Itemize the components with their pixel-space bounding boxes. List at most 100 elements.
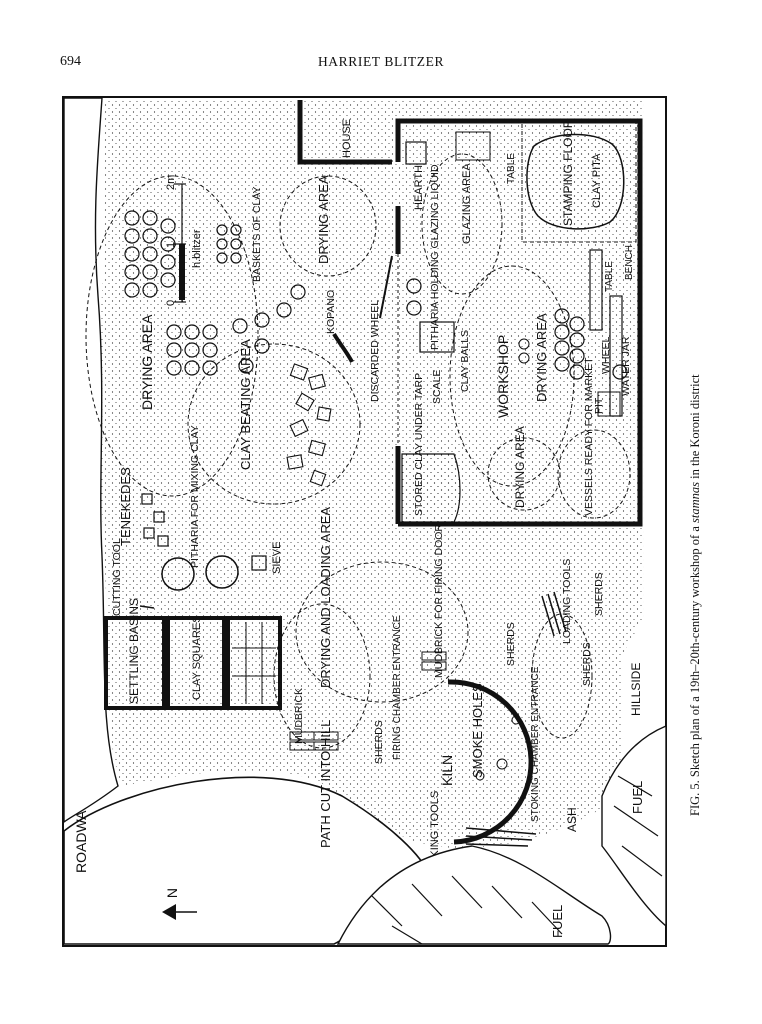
stoking-chamber-label: STOKING CHAMBER ENTRANCE [530, 666, 541, 822]
water-jar [612, 364, 628, 380]
clay-balls-box [419, 321, 455, 353]
firing-chamber-label: FIRING CHAMBER ENTRANCE [392, 615, 403, 760]
main-drying-area-boundary [85, 175, 259, 497]
drying-area-workshop-label: DRYING AREA [534, 313, 549, 402]
scale-1-label: 1 [165, 242, 177, 248]
sherds-label-4: SHERDS [373, 720, 385, 764]
drying-area-small-label: DRYING AREA [513, 426, 527, 508]
drying-loading-text: DRYING AND LOADING AREA [318, 507, 333, 688]
drying-loading-boundary [273, 603, 371, 749]
house-wall [297, 100, 392, 165]
cutting-tool-label: CUTTING TOOL [111, 538, 123, 616]
workshop-boundary [449, 265, 575, 487]
wheel-pit [597, 391, 621, 417]
clay-beating-label: CLAY BEATING AREA [238, 339, 253, 470]
sherds-label-2: SHERDS [505, 622, 517, 666]
roadway-label: ROADWAY [73, 802, 89, 873]
drying-area-top-boundary [279, 175, 377, 277]
clay-squares-label: CLAY SQUARES [191, 615, 203, 700]
discarded-wheel-stick [379, 255, 393, 319]
mudbrick-firing-door-label: MUDBRICK FOR FIRING DOOR [433, 524, 445, 678]
clay-pita [526, 133, 625, 230]
glazing-area-label: GLAZING AREA [461, 163, 473, 244]
kopano-label: KOPANO [325, 290, 337, 334]
tenekedes-cans [141, 493, 169, 547]
glazing-pitharia [406, 278, 422, 294]
clay-squares-gridlines [232, 622, 276, 704]
discarded-wheel-label: DISCARDED WHEEL [369, 300, 381, 402]
clay-balls-label: CLAY BALLS [459, 330, 471, 392]
settling-basins-label: SETTLING BASINS [127, 598, 141, 704]
scale-bar: 0 1 2m h.blitzer [165, 175, 203, 306]
smoke-hole [496, 758, 508, 770]
hearth-label: HEARTH [413, 165, 425, 210]
sieve-label: SIEVE [271, 542, 283, 574]
kiln-label: KILN [439, 755, 455, 786]
scale-2-label: 2m [165, 175, 177, 190]
path-label: PATH CUT INTO HILL [318, 720, 333, 848]
running-head: HARRIET BLITZER [317, 54, 445, 69]
workshop-drying-pots [554, 308, 585, 380]
drying-area-top-label: DRYING AREA [316, 175, 331, 264]
stippled-ground [99, 100, 644, 848]
sieve [251, 555, 267, 571]
table-workshop-label: TABLE [604, 261, 615, 292]
drying-area-small-boundary [487, 437, 561, 511]
vessels-market-boundary [557, 429, 631, 519]
main-drying-area-label: DRYING AREA [139, 314, 155, 410]
drying-loading-label: DRYING AND LOADING AREA [318, 507, 333, 688]
stored-clay-label: STORED CLAY UNDER TARP [413, 373, 425, 516]
fuel-pile-bottom-strokes [371, 875, 563, 945]
figure-caption-wrap: FIG. 5. Sketch plan of a 19th–20th-centu… [688, 296, 718, 816]
mixing-pithos [205, 555, 239, 589]
sherds-boundary [531, 613, 593, 739]
pitharia-glazing-label: PITHARIA HOLDING GLAZING LIQUID [429, 164, 441, 350]
sherds-label-3: SHERDS [581, 642, 593, 686]
ash-label: ASH [565, 807, 579, 832]
sherds-label-1: SHERDS [593, 572, 605, 616]
workshop-marker [518, 338, 530, 350]
hillside-label: HILLSIDE [629, 663, 643, 716]
clay-squares-basin [166, 616, 226, 710]
wheel-label: WHEEL [600, 337, 612, 375]
fuel-right-label: FUEL [630, 781, 645, 814]
smoke-hole [475, 771, 485, 781]
workshop-wall [395, 118, 643, 527]
caption-prefix: FIG. 5. [688, 780, 702, 816]
bench-label: BENCH [624, 245, 635, 280]
house-label: HOUSE [341, 119, 353, 158]
caption-text-before: Sketch plan of a 19th–20th-century works… [688, 526, 702, 778]
caption-text-after: in the Koroni district [688, 374, 702, 479]
fuel-bottom-label: FUEL [550, 905, 565, 938]
smoke-hole [511, 715, 521, 725]
water-jar-label: WATER JAR [620, 336, 632, 396]
workshop-table [589, 249, 603, 331]
mudbrick-stack [289, 651, 447, 751]
smoke-holes-label: SMOKE HOLES [470, 683, 485, 778]
loading-tools [541, 591, 567, 637]
tenekedes-label: TENEKEDES [118, 467, 133, 546]
site-plan-figure: ROADWAY N PATH CUT INTO HILL HOUSE STAMP… [62, 96, 668, 948]
clay-beating-area-boundary [187, 343, 361, 505]
north-label: N [164, 888, 180, 898]
clay-squares-grid [226, 616, 282, 710]
clay-lumps [286, 363, 332, 487]
stoking-tools [465, 827, 537, 847]
kopano-tool [332, 332, 354, 363]
scale-label: SCALE [431, 370, 443, 404]
loading-tools-label: LOADING TOOLS [561, 559, 573, 644]
workshop-label: WORKSHOP [495, 335, 511, 418]
page-number: 694 [60, 54, 81, 69]
scale-credit: h.blitzer [191, 229, 203, 268]
figure-caption: FIG. 5. Sketch plan of a 19th–20th-centu… [688, 296, 708, 816]
hearth [405, 141, 427, 165]
top-table [455, 131, 491, 161]
stamping-floor-boundary [521, 121, 637, 243]
pitharia-mixing-label: PITHARIA FOR MIXING CLAY [189, 425, 201, 568]
fuel-pile-bottom [336, 845, 612, 945]
vessels-market-label: VESSELS READY FOR MARKET [583, 357, 595, 516]
clay-pita-label: CLAY PITA [591, 153, 603, 208]
mixing-pithos [161, 557, 195, 591]
stamping-floor-label: STAMPING FLOOR [561, 119, 575, 226]
path-label-text: PATH CUT INTO HILL [318, 720, 333, 848]
